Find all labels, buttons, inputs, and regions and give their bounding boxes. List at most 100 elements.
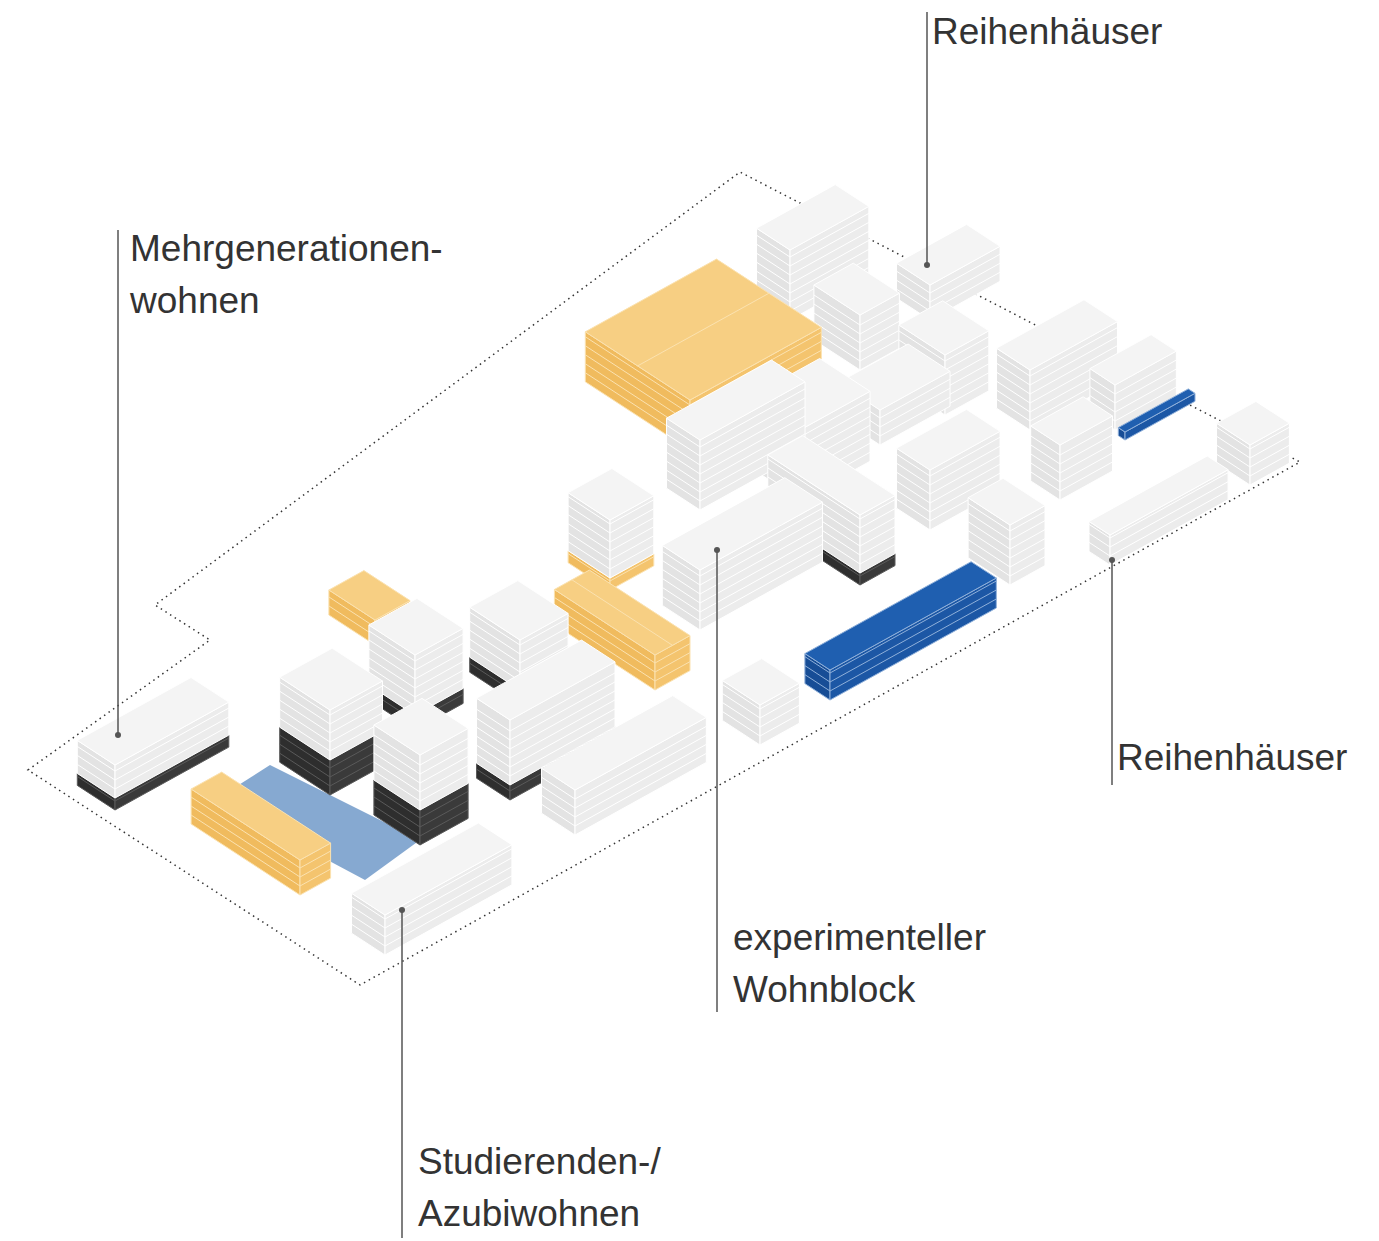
floor-line [700, 553, 823, 621]
floor-line [760, 714, 799, 736]
floor-line [860, 321, 899, 343]
floor-line [666, 452, 700, 474]
floor-line [476, 727, 510, 749]
building-roof [352, 823, 512, 915]
floor-line [476, 718, 510, 740]
floor-line [470, 648, 520, 681]
building-roof [805, 562, 996, 670]
floor-line [1060, 444, 1113, 473]
floor-line [541, 804, 575, 826]
floor-line [374, 753, 420, 783]
building-roof [568, 469, 654, 521]
floor-line [860, 545, 895, 564]
building-roof [968, 478, 1045, 525]
building-roof [477, 640, 616, 720]
floor-line [996, 381, 1030, 403]
floor-line [756, 262, 790, 284]
floor-line [476, 754, 510, 776]
floor-line [666, 434, 700, 456]
floor-line [374, 771, 420, 801]
floor-line [541, 786, 575, 808]
leader-dot [1109, 557, 1115, 563]
building-roof [1118, 389, 1195, 432]
leader-line [117, 230, 119, 735]
floor-line [374, 806, 420, 836]
floor-line [860, 536, 895, 555]
floor-line [476, 745, 510, 767]
building-roof [897, 409, 1001, 470]
roof-ridge [638, 293, 769, 366]
floor-line [805, 675, 830, 691]
floor-line [1010, 539, 1045, 558]
floor-line [896, 499, 930, 521]
building-roof [542, 696, 707, 790]
building-roof [191, 772, 331, 860]
building-roof [554, 570, 690, 655]
floor-line [896, 280, 930, 302]
callout-label: Reihenhäuser [1117, 732, 1372, 784]
leader-lines [115, 12, 1115, 1238]
callout-label: experimenteller Wohnblock [733, 912, 1063, 1016]
floor-line [1010, 557, 1045, 576]
floor-line [996, 399, 1030, 421]
floor-line [666, 470, 700, 492]
floor-line [860, 312, 899, 334]
floor-line [756, 253, 790, 275]
floor-line [666, 479, 700, 501]
floor-line [280, 753, 330, 786]
callout-label: Studierenden-/ Azubiwohnen [418, 1136, 748, 1240]
floor-line [996, 390, 1030, 412]
callout-label: Reihenhäuser [932, 6, 1262, 58]
floor-line [655, 653, 690, 672]
floor-line [860, 330, 899, 352]
floor-line [756, 244, 790, 266]
building-roof [662, 478, 822, 570]
building-roof [374, 698, 468, 755]
floor-line [1010, 521, 1045, 540]
floor-line [860, 527, 895, 546]
floor-line [541, 795, 575, 817]
floor-line [896, 490, 930, 512]
floor-line [860, 518, 895, 537]
floor-line [351, 915, 385, 937]
floor-line [369, 649, 415, 679]
leader-dot [924, 262, 930, 268]
roof-ridge [572, 580, 673, 646]
building-roof [470, 581, 568, 640]
floor-line [760, 705, 799, 727]
floor-line [300, 860, 331, 877]
leader-dot [399, 907, 405, 913]
floor-line [896, 481, 930, 503]
floor-line [1090, 387, 1115, 403]
leader-dot [115, 732, 121, 738]
building-roof [757, 185, 869, 250]
building-roof [722, 659, 799, 705]
building-roof [997, 300, 1118, 370]
floor-line [374, 762, 420, 792]
building-side [1125, 393, 1195, 440]
building-roof [77, 678, 229, 766]
leader-line [1111, 560, 1113, 785]
floor-line [666, 461, 700, 483]
building-roof [1031, 397, 1113, 445]
building-roof [1090, 335, 1176, 385]
floor-line [1216, 445, 1250, 467]
floor-line [1031, 454, 1060, 473]
floor-line [1250, 445, 1289, 467]
leader-line [401, 910, 403, 1238]
floor-line [896, 289, 930, 311]
floor-line [655, 662, 690, 681]
floor-line [351, 924, 385, 946]
building-roof [280, 648, 383, 710]
floor-line [300, 869, 331, 886]
floor-line [1010, 530, 1045, 549]
floor-line [1031, 445, 1060, 464]
leader-line [926, 12, 928, 265]
building-roof [667, 360, 806, 440]
building-roof [1089, 456, 1228, 535]
floor-line [1060, 462, 1113, 491]
floor-line [1010, 548, 1045, 567]
building-roof [897, 224, 1001, 285]
